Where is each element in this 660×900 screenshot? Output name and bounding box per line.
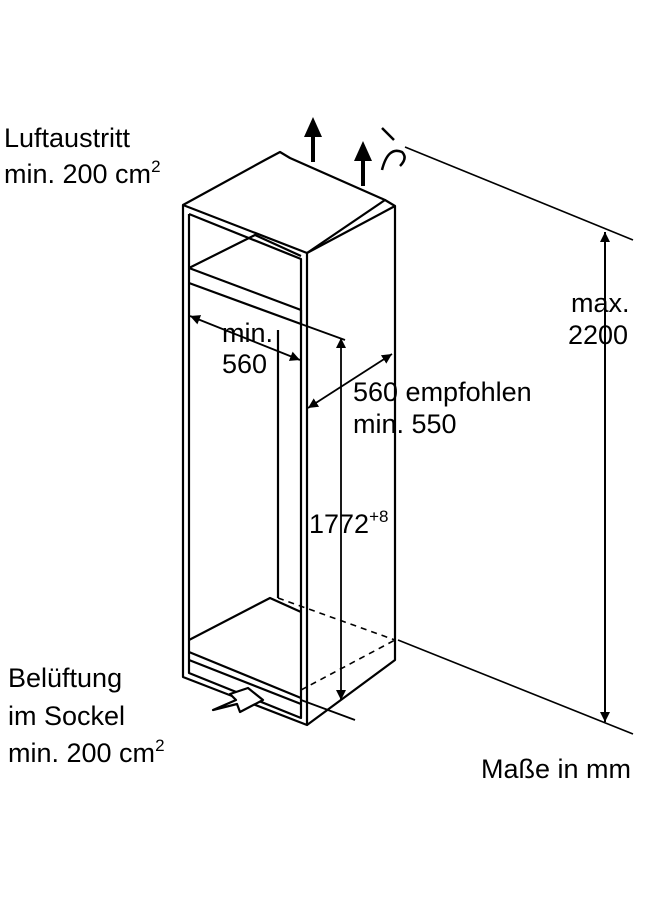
niche-right-side [306, 199, 397, 726]
niche-height-tolerance: +8 [369, 507, 389, 526]
ventilation-area-exponent: 2 [155, 736, 165, 755]
max-height-value: 2200 [568, 320, 629, 350]
depth-recommended: 560 empfohlen [353, 377, 532, 407]
max-height-prefix: max. [571, 288, 630, 318]
niche-height-dimension [300, 338, 356, 721]
air-outlet-area-text: min. 200 cm [4, 159, 152, 189]
air-outlet-area-exponent: 2 [151, 157, 161, 176]
width-dimension [189, 315, 301, 361]
width-value: 560 [222, 349, 268, 379]
ventilation-arrow-icon [211, 686, 265, 714]
niche-plinth [188, 658, 302, 706]
niche-front-opening [187, 212, 303, 720]
cabinet-niche [181, 150, 397, 727]
niche-front-panel [181, 203, 309, 727]
air-outlet-area: min. 200 cm2 [4, 158, 161, 191]
ventilation-area-text: min. 200 cm [8, 738, 156, 768]
niche-height-value: 1772 [309, 509, 370, 539]
air-outlet-arrows [304, 117, 372, 186]
depth-minimum: min. 550 [353, 409, 457, 439]
ventilation-title: Belüftung [8, 663, 123, 693]
width-prefix: min. [222, 318, 274, 348]
depth-dimension [300, 323, 393, 409]
hidden-base-edges [277, 597, 396, 691]
units-note: Maße in mm [481, 754, 632, 784]
air-outlet-title: Luftaustritt [4, 123, 131, 153]
niche-top [182, 150, 387, 254]
ceiling-symbol [380, 127, 406, 171]
niche-bottom-shelf [188, 596, 302, 641]
max-height-dimension [397, 146, 634, 735]
ventilation-place: im Sockel [8, 701, 126, 731]
niche-height-label: 1772+8 [309, 508, 388, 541]
niche-upper-shelf [188, 233, 302, 269]
ventilation-area: min. 200 cm2 [8, 737, 165, 770]
